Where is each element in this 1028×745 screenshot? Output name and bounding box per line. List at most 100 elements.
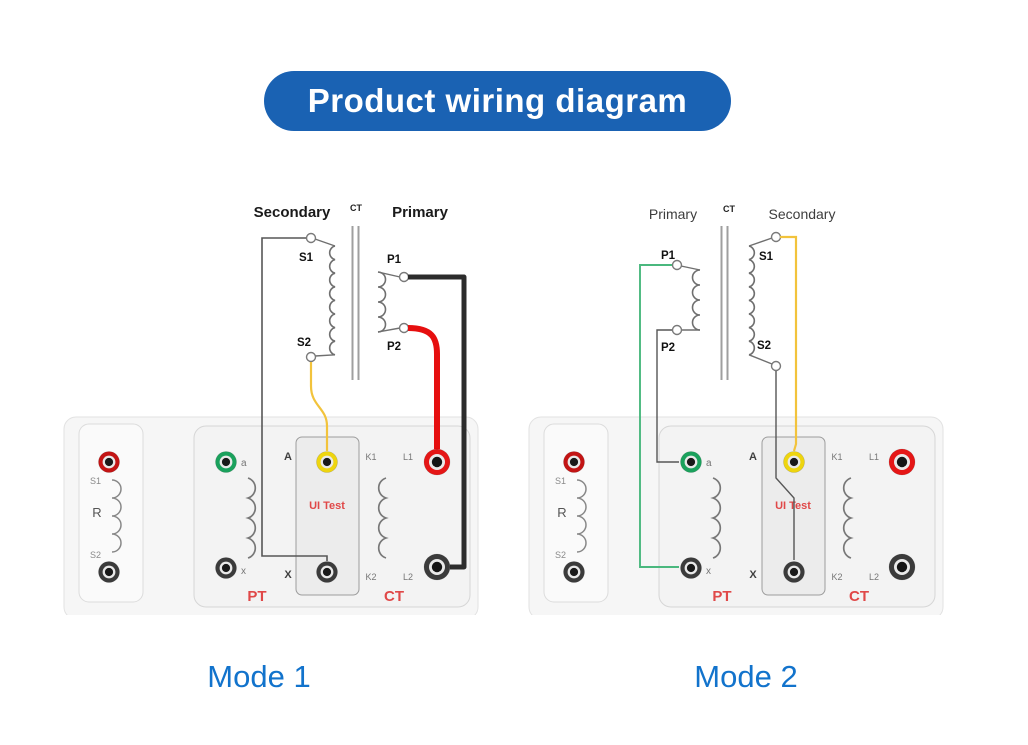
ct-k1-label: K1 xyxy=(365,452,376,462)
mode1-aux-terminal-black xyxy=(98,561,120,583)
ct-l1-label: L1 xyxy=(869,452,879,462)
mode2-ct-terminal-L2 xyxy=(888,553,916,581)
resistor-r-label: R xyxy=(92,505,101,520)
mode1-wire-s1-to-X xyxy=(261,237,328,561)
mode2-pt-terminal-x xyxy=(680,557,702,579)
primary-winding-leads xyxy=(377,271,401,333)
mode2-primary-winding-coil xyxy=(691,269,701,331)
mode2-s2-label: S2 xyxy=(757,340,771,352)
mode1-left-winding-label: Secondary xyxy=(254,204,331,221)
mode1-wire-s2-to-A xyxy=(309,362,329,451)
mode1-s1-label: S1 xyxy=(299,252,314,264)
mode2-s1-node xyxy=(770,231,782,243)
secondary-winding-leads xyxy=(748,237,773,365)
mode2-pt-terminal-a xyxy=(680,451,702,473)
mode2-left-winding-label: Primary xyxy=(649,206,697,222)
mode1-p1-label: P1 xyxy=(387,254,402,266)
pt-x-terminal-label: x xyxy=(241,566,246,577)
resistor-coil xyxy=(111,479,122,553)
mode2-p2-label: P2 xyxy=(661,342,675,354)
mode1-source-terminal-X xyxy=(316,561,338,583)
mode2-right-winding-label: Secondary xyxy=(769,206,836,222)
mode1-primary-winding-coil xyxy=(377,271,387,333)
ct-l1-label: L1 xyxy=(403,452,413,462)
ct-section-label: CT xyxy=(384,588,404,605)
mode2-wires xyxy=(639,235,798,568)
resistor-s2-label: S2 xyxy=(90,550,101,560)
resistor-s2-label: S2 xyxy=(555,550,566,560)
mode1-resistor-box: S1 R S2 xyxy=(78,423,144,603)
resistor-s1-label: S1 xyxy=(555,476,566,486)
resistor-s1-label: S1 xyxy=(90,476,101,486)
mode1-caption: Mode 1 xyxy=(207,659,311,694)
mode2-s1-label: S1 xyxy=(759,251,774,263)
resistor-box-frame xyxy=(543,423,609,603)
resistor-box-frame xyxy=(78,423,144,603)
mode2-caption: Mode 2 xyxy=(694,659,798,694)
mode2-wiring-diagram: S1 R S2 a x A X UI Test K1 K2 L1 L2 PT C… xyxy=(528,204,944,615)
ct-k2-label: K2 xyxy=(365,572,376,582)
mode2-core-label: CT xyxy=(723,204,735,214)
ct-l2-label: L2 xyxy=(403,572,413,582)
ui-test-label: UI Test xyxy=(775,500,811,512)
mode2-s2-node xyxy=(770,360,782,372)
ct-coil xyxy=(377,477,389,559)
ct-k2-label: K2 xyxy=(831,572,842,582)
mode1-p2-label: P2 xyxy=(387,341,401,353)
ct-k1-label: K1 xyxy=(831,452,842,462)
mode2-secondary-winding-coil xyxy=(748,245,756,356)
mode1-wire-p1-to-L2 xyxy=(408,274,467,570)
mode2-p1-label: P1 xyxy=(661,250,676,262)
mode2-resistor-box: S1 R S2 xyxy=(543,423,609,603)
ct-l2-label: L2 xyxy=(869,572,879,582)
mode1-pt-terminal-a xyxy=(215,451,237,473)
source-X-label: X xyxy=(749,569,757,581)
mode2-p2-node xyxy=(671,324,683,336)
mode1-s1-node xyxy=(305,232,317,244)
mode2-p1-node xyxy=(671,259,683,271)
mode1-ct-terminal-L2 xyxy=(423,553,451,581)
pt-x-terminal-label: x xyxy=(706,566,711,577)
mode1-p2-node xyxy=(398,322,410,334)
ui-test-label: UI Test xyxy=(309,500,345,512)
mode1-s2-label: S2 xyxy=(297,337,311,349)
ct-section-label: CT xyxy=(849,588,869,605)
pt-a-terminal-label: a xyxy=(241,458,247,469)
source-X-label: X xyxy=(284,569,292,581)
mode1-wires xyxy=(261,237,467,570)
mode2-ct-terminal-L1 xyxy=(888,448,916,476)
pt-section-label: PT xyxy=(247,588,266,605)
pt-a-terminal-label: a xyxy=(706,458,712,469)
mode1-right-winding-label: Primary xyxy=(392,204,449,221)
mode2-source-terminal-A xyxy=(783,451,805,473)
primary-winding-leads xyxy=(680,265,701,331)
mode2-aux-terminal-black xyxy=(563,561,585,583)
pt-coil xyxy=(245,477,257,559)
mode1-pt-terminal-x xyxy=(215,557,237,579)
secondary-winding-leads xyxy=(314,238,336,357)
page-title: Product wiring diagram xyxy=(307,82,688,119)
mode1-s2-node xyxy=(305,351,317,363)
mode1-source-terminal-A xyxy=(316,451,338,473)
title-banner: Product wiring diagram xyxy=(264,71,731,131)
pt-section-label: PT xyxy=(712,588,731,605)
pt-coil xyxy=(710,477,722,559)
resistor-coil xyxy=(576,479,587,553)
ct-coil xyxy=(842,477,854,559)
mode2-source-terminal-X xyxy=(783,561,805,583)
mode2-wire-p2-to-a xyxy=(656,329,679,463)
mode1-p1-node xyxy=(398,271,410,283)
mode1-wire-p2-to-L1 xyxy=(407,325,440,449)
source-A-label: A xyxy=(749,451,757,463)
mode2-wire-p1-to-x xyxy=(639,264,679,568)
mode1-transformer: Secondary CT Primary S1 S2 P1 P2 xyxy=(254,203,449,380)
mode2-wire-s1-to-A xyxy=(780,235,798,452)
mode1-secondary-winding-coil xyxy=(328,245,336,356)
source-A-label: A xyxy=(284,451,292,463)
mode1-wiring-diagram: S1 R S2 a x A X UI Test K1 K2 L1 L2 PT C… xyxy=(63,203,479,615)
resistor-r-label: R xyxy=(557,505,566,520)
mode2-aux-terminal-red xyxy=(563,451,585,473)
mode1-core-label: CT xyxy=(350,203,362,213)
mode2-wire-s2-to-X xyxy=(775,371,795,560)
